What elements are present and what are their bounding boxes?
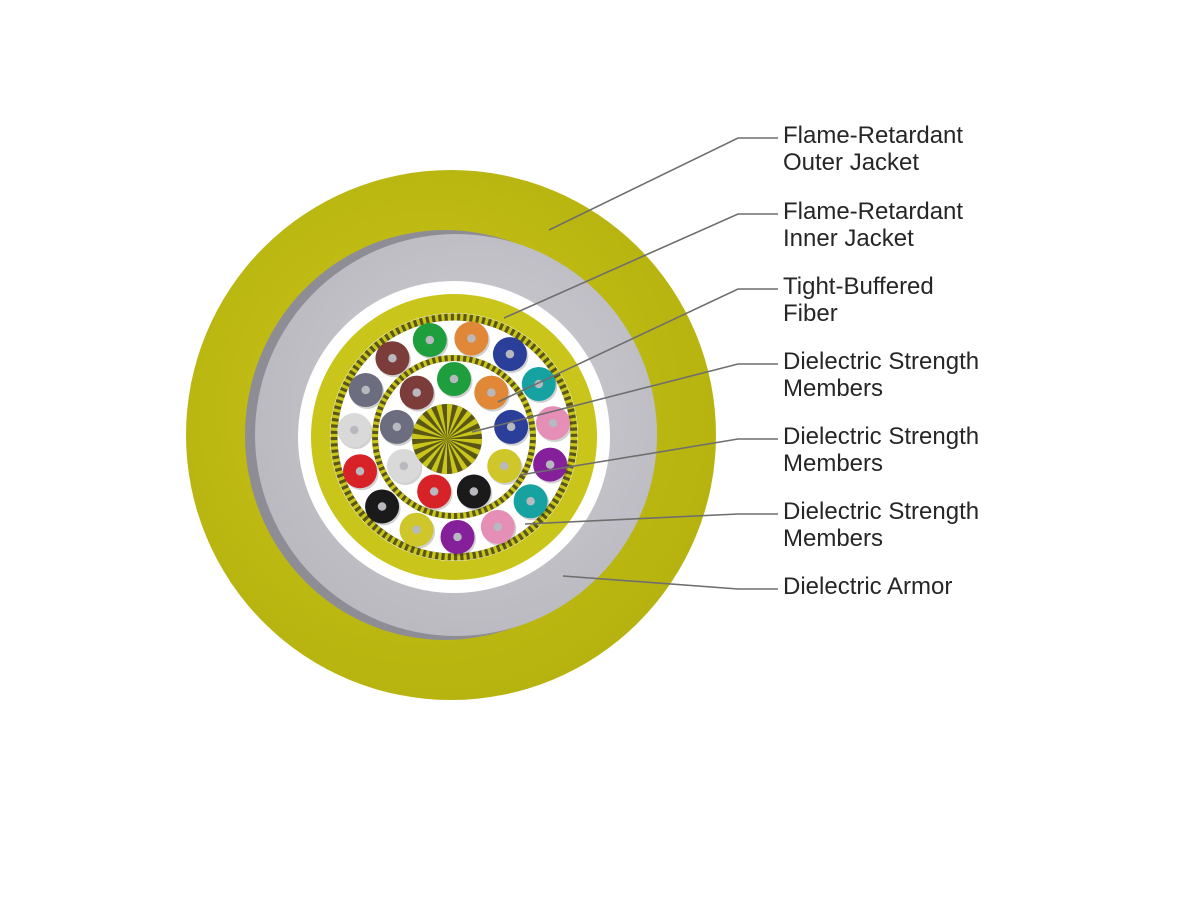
fiber-core bbox=[361, 385, 370, 395]
central-member-yarn-segment bbox=[447, 405, 463, 439]
strength-member-yarn-stripes bbox=[372, 355, 536, 519]
fiber-core bbox=[493, 522, 503, 532]
central-member-yarn-segment bbox=[447, 439, 458, 474]
outer-fiber-ring bbox=[337, 321, 572, 556]
fiber-core bbox=[429, 487, 439, 496]
fiber-core bbox=[449, 374, 459, 384]
label-line: Dielectric Strength bbox=[783, 423, 980, 450]
central-member-yarn-segment bbox=[413, 423, 447, 439]
central-member-yarn-segment bbox=[412, 433, 447, 439]
central-member-yarn-segment bbox=[422, 439, 447, 468]
fiber-core bbox=[545, 460, 555, 469]
fiber-core bbox=[412, 388, 421, 397]
central-strength-member bbox=[412, 404, 482, 474]
leader-lines bbox=[471, 137, 778, 590]
central-member-yarn-segment bbox=[447, 439, 476, 464]
label-line: Dielectric Strength bbox=[783, 348, 980, 375]
label-line: Tight-Buffered bbox=[783, 273, 934, 300]
leader-strength-members-1 bbox=[471, 363, 778, 433]
central-member-yarn-segment bbox=[415, 439, 447, 460]
central-member-yarn-segment bbox=[447, 404, 453, 439]
fiber-core bbox=[548, 418, 558, 428]
fiber-core bbox=[506, 422, 516, 432]
central-member-yarn-segment bbox=[426, 407, 447, 439]
label-outer-jacket: Flame-Retardant Outer Jacket bbox=[783, 122, 963, 176]
fiber-core bbox=[505, 349, 515, 359]
label-strength-members-3: Dielectric Strength Members bbox=[783, 498, 979, 552]
leader-inner-jacket bbox=[503, 213, 778, 319]
leader-tight-buffered-fiber bbox=[497, 288, 778, 403]
label-line: Members bbox=[783, 450, 884, 477]
leader-strength-members-2 bbox=[519, 438, 778, 476]
leader-strength-members-3 bbox=[524, 513, 778, 525]
central-member-yarn-segment bbox=[441, 439, 447, 474]
fiber-core bbox=[499, 461, 509, 471]
fiber-core bbox=[526, 497, 535, 506]
fiber-core bbox=[388, 353, 397, 363]
central-member-yarn-segment bbox=[447, 428, 482, 439]
fiber-core bbox=[355, 466, 365, 476]
label-strength-members-1: Dielectric Strength Members bbox=[783, 348, 979, 402]
fiber-core bbox=[399, 461, 409, 471]
central-member-yarn-segment bbox=[418, 414, 447, 439]
label-line: Members bbox=[783, 375, 884, 402]
label-dielectric-armor: Dielectric Armor bbox=[783, 573, 952, 600]
outer-strength-member-ring bbox=[330, 313, 578, 561]
central-member-yarn-segment bbox=[447, 439, 481, 455]
central-member-yarn-segment bbox=[436, 404, 447, 439]
label-line: Fiber bbox=[783, 300, 838, 327]
label-line: Dielectric Armor bbox=[783, 573, 953, 600]
leader-outer-jacket bbox=[548, 137, 778, 231]
label-line: Members bbox=[783, 525, 884, 552]
label-inner-jacket: Flame-Retardant Inner Jacket bbox=[783, 198, 963, 252]
inner-strength-member-ring bbox=[372, 355, 536, 519]
fiber-core bbox=[377, 502, 387, 511]
fiber-core bbox=[453, 532, 462, 542]
fiber-core bbox=[425, 335, 435, 345]
label-line: Flame-Retardant bbox=[783, 198, 964, 225]
leader-dielectric-armor bbox=[562, 575, 778, 590]
label-tight-buffered-fiber: Tight-Buffered Fiber bbox=[783, 273, 934, 327]
label-line: Inner Jacket bbox=[783, 225, 914, 252]
fiber-core bbox=[392, 422, 402, 432]
fiber-core bbox=[467, 334, 476, 343]
fiber-core bbox=[412, 525, 421, 534]
central-member-yarn-segment bbox=[447, 410, 472, 439]
fiber-core bbox=[349, 425, 359, 435]
central-member-yarn-segment bbox=[412, 439, 447, 450]
strength-member-yarn-stripes bbox=[330, 313, 578, 561]
fiber-core bbox=[469, 487, 479, 496]
fiber-core bbox=[487, 388, 496, 397]
label-line: Outer Jacket bbox=[783, 149, 920, 176]
central-member-yarn-segment bbox=[447, 439, 468, 471]
label-line: Flame-Retardant bbox=[783, 122, 964, 149]
central-member-yarn-segment bbox=[447, 439, 482, 445]
inner-fiber-ring bbox=[379, 362, 530, 511]
central-member-yarn-segment bbox=[431, 439, 447, 473]
label-strength-members-2: Dielectric Strength Members bbox=[783, 423, 979, 477]
central-member-yarn-segment bbox=[447, 418, 479, 439]
label-line: Dielectric Strength bbox=[783, 498, 980, 525]
